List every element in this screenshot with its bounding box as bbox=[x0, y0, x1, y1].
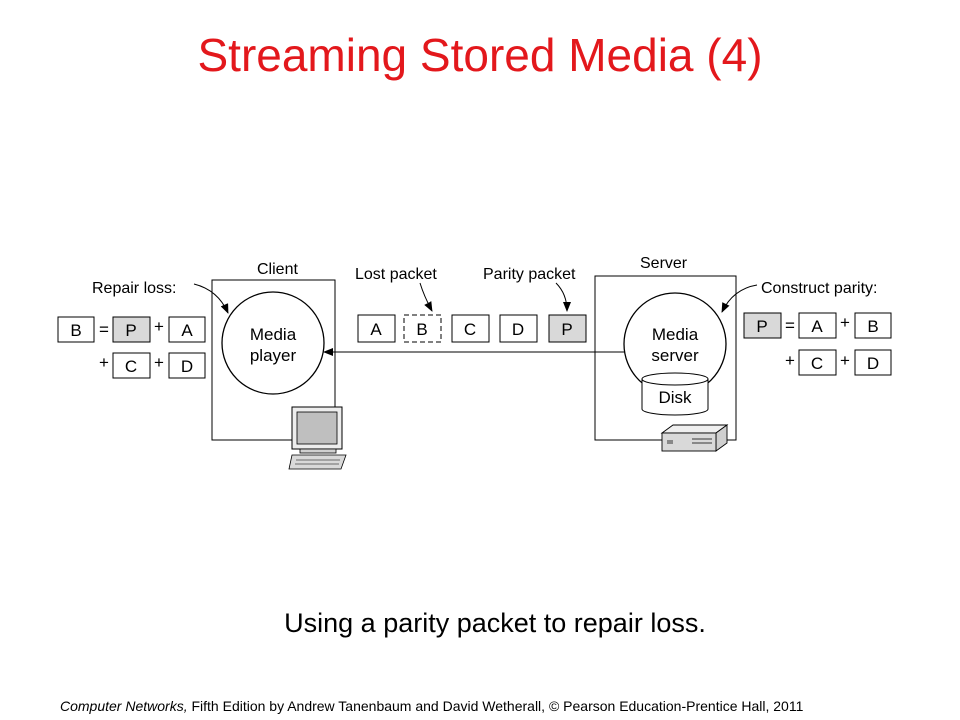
footer-citation: Computer Networks, Fifth Edition by Andr… bbox=[60, 698, 803, 714]
client-label: Client bbox=[257, 261, 298, 278]
parity-equation: P = A + B + C + D bbox=[743, 312, 892, 376]
lost-packet-label: Lost packet bbox=[355, 266, 437, 283]
parity-plus3: + bbox=[840, 351, 850, 370]
media-server-label-line2: server bbox=[651, 346, 699, 365]
disk-label: Disk bbox=[658, 388, 692, 407]
server-hardware-icon bbox=[660, 424, 729, 452]
repair-plus3: + bbox=[154, 353, 164, 372]
repair-box-p bbox=[112, 316, 151, 343]
parity-text-c: C bbox=[811, 354, 823, 373]
parity-packet-label: Parity packet bbox=[483, 266, 576, 283]
repair-plus2: + bbox=[99, 353, 109, 372]
repair-box-d bbox=[168, 352, 206, 379]
packet-c: C bbox=[464, 320, 476, 339]
disk-cylinder bbox=[641, 372, 709, 416]
repair-text-c: C bbox=[125, 357, 137, 376]
parity-eq: = bbox=[785, 316, 795, 335]
packet-d: D bbox=[512, 320, 524, 339]
packet-b-box-lost bbox=[403, 314, 442, 343]
packet-p-box bbox=[548, 314, 587, 343]
construct-parity-label: Construct parity: bbox=[761, 280, 877, 297]
construct-parity-arrow bbox=[721, 284, 758, 313]
repair-text-p: P bbox=[125, 321, 136, 340]
repair-box-b bbox=[57, 316, 95, 343]
parity-text-b: B bbox=[867, 317, 878, 336]
repair-plus1: + bbox=[154, 317, 164, 336]
parity-text-d: D bbox=[867, 354, 879, 373]
repair-loss-arrow bbox=[193, 283, 229, 314]
client-box bbox=[211, 279, 336, 441]
parity-box-c bbox=[798, 349, 837, 376]
packet-a: A bbox=[370, 320, 382, 339]
repair-loss-label: Repair loss: bbox=[92, 280, 176, 297]
media-player-label-line2: player bbox=[250, 346, 297, 365]
packet-a-box bbox=[357, 314, 396, 343]
parity-plus1: + bbox=[840, 313, 850, 332]
parity-plus2: + bbox=[785, 351, 795, 370]
parity-box-b bbox=[854, 312, 892, 339]
media-player-label-line1: Media bbox=[250, 325, 297, 344]
parity-box-a bbox=[798, 312, 837, 339]
repair-equation: B = P + A + C + D bbox=[57, 316, 206, 379]
client-computer-icon bbox=[288, 406, 347, 470]
parity-box-d bbox=[854, 349, 892, 376]
repair-eq: = bbox=[99, 320, 109, 339]
parity-box-p bbox=[743, 312, 782, 339]
figure-caption: Using a parity packet to repair loss. bbox=[284, 608, 706, 638]
lost-packet-arrow bbox=[419, 282, 433, 312]
footer-rest: Fifth Edition by Andrew Tanenbaum and Da… bbox=[187, 698, 804, 714]
media-server-label-line1: Media bbox=[652, 325, 699, 344]
media-player-circle bbox=[221, 291, 325, 395]
repair-text-a: A bbox=[181, 321, 193, 340]
footer-book-title: Computer Networks, bbox=[60, 698, 188, 714]
packet-stream: A B C D P bbox=[357, 314, 587, 343]
parity-text-a: A bbox=[811, 317, 823, 336]
packet-p: P bbox=[561, 320, 572, 339]
parity-packet-arrow bbox=[555, 282, 571, 312]
repair-text-d: D bbox=[181, 357, 193, 376]
parity-text-p: P bbox=[756, 317, 767, 336]
server-label: Server bbox=[640, 255, 688, 272]
repair-box-a bbox=[168, 316, 206, 343]
packet-c-box bbox=[451, 314, 490, 343]
packet-d-box bbox=[499, 314, 538, 343]
repair-text-b: B bbox=[70, 321, 81, 340]
slide-title: Streaming Stored Media (4) bbox=[197, 29, 763, 81]
packet-b: B bbox=[416, 320, 427, 339]
repair-box-c bbox=[112, 352, 151, 379]
